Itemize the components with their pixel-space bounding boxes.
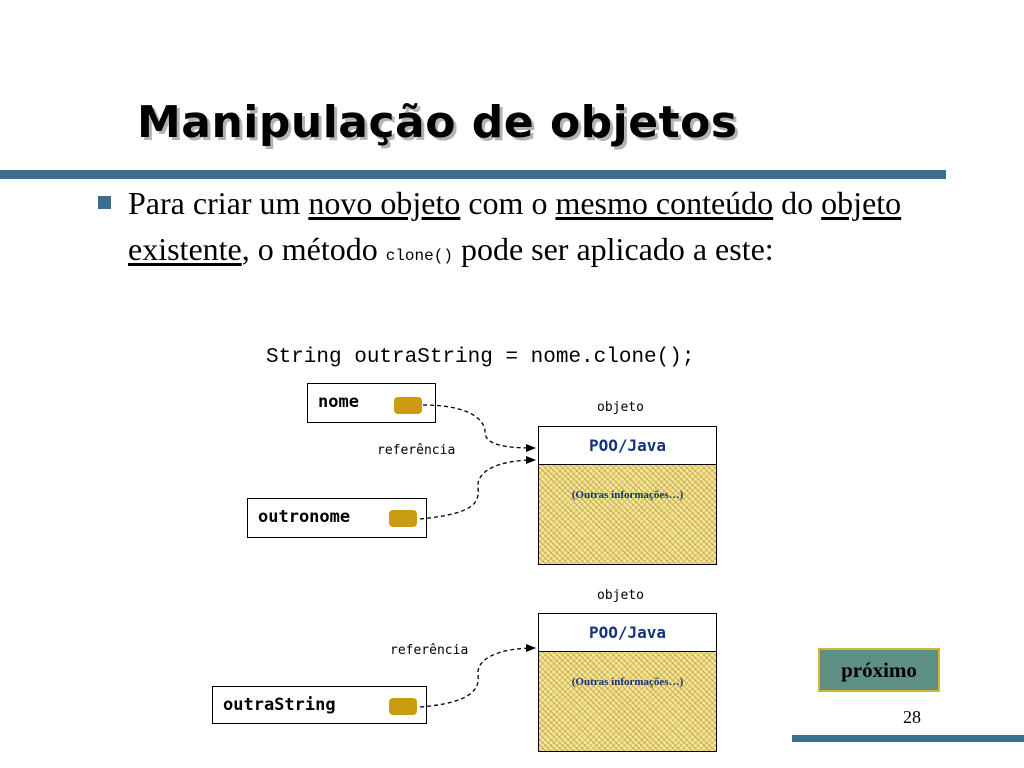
- arrow-outronome-to-object: [419, 456, 536, 520]
- underlined-objeto-existente: objeto existente: [128, 185, 902, 267]
- object-info: (Outras informações…): [571, 489, 684, 501]
- object-box-bottom: POO/Java (Outras informações…): [538, 613, 717, 752]
- title-underline-bar: [0, 170, 946, 179]
- object-box-top: POO/Java (Outras informações…): [538, 426, 717, 565]
- underlined-mesmo-conteudo: mesmo conteúdo: [555, 185, 774, 221]
- object-title: POO/Java: [539, 614, 716, 652]
- top-object-label: objeto: [597, 400, 644, 415]
- object-info: (Outras informações…): [571, 676, 684, 688]
- page-number: 28: [903, 707, 921, 727]
- reference-swatch: [389, 698, 417, 715]
- footer-bar: [792, 735, 1024, 742]
- slide-title: Manipulação de objetos: [137, 97, 738, 148]
- var-box-nome: nome: [307, 383, 436, 423]
- top-reference-label: referência: [377, 443, 456, 458]
- bullet-text-part1: Para criar um: [128, 185, 309, 221]
- underlined-novo-objeto: novo objeto: [308, 185, 461, 221]
- var-name-outrastring: outraString: [223, 695, 336, 715]
- object-title: POO/Java: [539, 427, 716, 465]
- bottom-reference-label: referência: [390, 643, 469, 658]
- var-box-outrastring: outraString: [212, 686, 427, 724]
- object-body: (Outras informações…): [539, 465, 716, 564]
- reference-swatch: [394, 397, 422, 414]
- reference-swatch: [389, 510, 417, 527]
- bullet-text-part3: do: [773, 185, 822, 221]
- var-box-outronome: outronome: [247, 498, 427, 538]
- object-body: (Outras informações…): [539, 652, 716, 751]
- bullet-text: Para criar um novo objeto com o mesmo co…: [128, 180, 948, 279]
- code-line: String outraString = nome.clone();: [266, 346, 695, 369]
- bullet-text-part4: , o método: [241, 231, 386, 267]
- bullet-text-part5: pode ser aplicado a este:: [452, 231, 774, 267]
- bullet-square-icon: [98, 196, 111, 209]
- next-button[interactable]: próximo: [818, 648, 940, 692]
- var-name-outronome: outronome: [258, 507, 351, 527]
- arrow-nome-to-object: [422, 404, 536, 452]
- var-name-nome: nome: [318, 392, 359, 412]
- bottom-object-label: objeto: [597, 588, 644, 603]
- bullet-text-part2: com o: [460, 185, 556, 221]
- clone-method-code: clone(): [385, 247, 453, 265]
- arrow-outrastring-to-object: [419, 644, 536, 708]
